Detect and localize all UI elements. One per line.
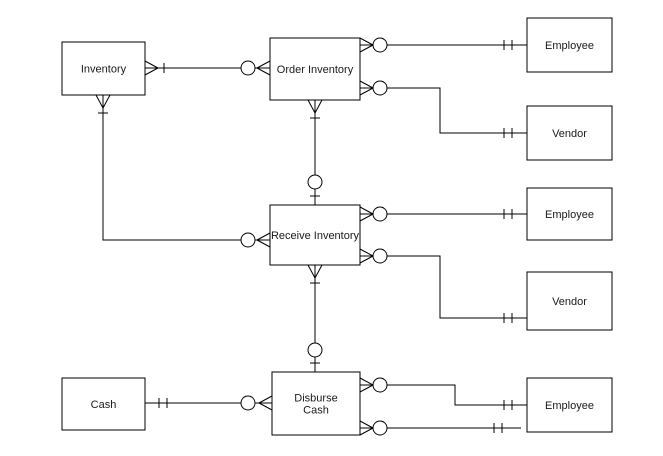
crowfoot-icon — [95, 94, 111, 109]
entity-box[interactable] — [271, 371, 361, 436]
entity-label: Employee — [545, 209, 594, 221]
connection-inventory-receive-inventory — [95, 94, 271, 248]
connection-order-inventory-vendor — [359, 80, 527, 138]
cardinality-circle-icon — [372, 206, 388, 222]
entity-box[interactable] — [269, 37, 361, 101]
entity-box[interactable] — [269, 204, 361, 266]
cardinality-circle-icon — [372, 420, 388, 436]
connection-receive-inventory-vendor — [359, 248, 527, 323]
connection-disburse-cash-lower-relation — [359, 420, 521, 436]
crowfoot-icon — [258, 395, 273, 411]
crowfoot-icon — [359, 248, 374, 264]
entity-label: Vendor — [552, 296, 587, 308]
crowfoot-icon — [144, 60, 159, 76]
connection-order-inventory-receive-inventory — [307, 99, 323, 205]
cardinality-circle-icon — [307, 342, 323, 358]
entity-vendor-1[interactable]: Vendor — [526, 105, 613, 161]
entity-label: Cash — [91, 399, 117, 411]
crowfoot-icon — [307, 99, 323, 114]
crowfoot-icon — [359, 420, 374, 436]
entity-vendor-2[interactable]: Vendor — [526, 271, 613, 331]
cardinality-circle-icon — [372, 80, 388, 96]
entity-receive-inventory[interactable]: Receive Inventory — [269, 204, 361, 266]
entity-box[interactable] — [526, 187, 613, 241]
cardinality-circle-icon — [240, 232, 256, 248]
connection-cash-disburse-cash — [145, 395, 273, 411]
entity-box[interactable] — [526, 17, 613, 73]
entity-label: Inventory — [81, 64, 127, 76]
entity-box[interactable] — [526, 271, 613, 331]
crowfoot-icon — [359, 80, 374, 96]
crowfoot-icon — [256, 232, 271, 248]
cardinality-circle-icon — [240, 60, 256, 76]
entity-label: Employee — [545, 40, 594, 52]
entity-box[interactable] — [61, 377, 146, 431]
entity-label: Order Inventory — [277, 64, 354, 76]
entity-inventory[interactable]: Inventory — [61, 41, 146, 96]
entity-label: Receive Inventory — [271, 230, 360, 242]
crowfoot-icon — [359, 206, 374, 222]
crowfoot-icon — [359, 37, 374, 53]
connection-inventory-order-inventory — [144, 60, 271, 76]
cardinality-circle-icon — [372, 248, 388, 264]
connection-receive-inventory-disburse-cash — [307, 264, 323, 372]
entity-label: Employee — [545, 400, 594, 412]
entity-box[interactable] — [526, 105, 613, 161]
entity-employee-3[interactable]: Employee — [526, 377, 613, 433]
cardinality-circle-icon — [372, 377, 388, 393]
entity-label: Vendor — [552, 128, 587, 140]
connection-receive-inventory-employee — [359, 206, 527, 222]
cardinality-circle-icon — [240, 395, 256, 411]
crowfoot-icon — [359, 377, 374, 393]
cardinality-circle-icon — [372, 37, 388, 53]
crowfoot-icon — [256, 60, 271, 76]
connection-order-inventory-employee — [359, 37, 527, 53]
cardinality-circle-icon — [307, 174, 323, 190]
entity-box[interactable] — [61, 41, 146, 96]
entity-employee-2[interactable]: Employee — [526, 187, 613, 241]
entity-box[interactable] — [526, 377, 613, 433]
connection-disburse-cash-employee — [359, 377, 527, 410]
crowfoot-icon — [307, 264, 323, 279]
entity-order-inventory[interactable]: Order Inventory — [269, 37, 361, 101]
entity-cash[interactable]: Cash — [61, 377, 146, 431]
entity-employee-1[interactable]: Employee — [526, 17, 613, 73]
